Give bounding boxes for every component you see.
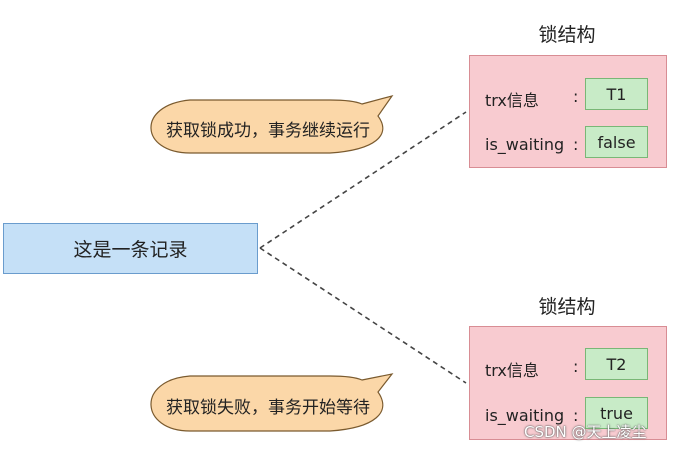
record-label: 这是一条记录 bbox=[73, 239, 188, 261]
bubble-text-failure: 获取锁失败，事务开始等待 bbox=[166, 398, 370, 418]
bubble-text-success: 获取锁成功，事务继续运行 bbox=[166, 121, 370, 141]
watermark-text: CSDN @天上凌尘 bbox=[524, 423, 647, 441]
lock-1-box: trx信息 : T1 is_waiting : false bbox=[469, 55, 667, 168]
lock-2-box: trx信息 : T2 is_waiting : true bbox=[469, 326, 667, 440]
lock-2-waiting-colon: : bbox=[573, 406, 579, 425]
speech-bubble-failure bbox=[150, 373, 394, 432]
lock-2-trx-value: T2 bbox=[585, 348, 648, 380]
lock-2-trx-label: trx信息 bbox=[485, 361, 539, 380]
lock-2-title: 锁结构 bbox=[538, 296, 596, 318]
lock-1-waiting-label: is_waiting bbox=[485, 135, 565, 154]
lock-1-waiting-value: false bbox=[585, 126, 648, 158]
lock-2-trx-colon: : bbox=[573, 357, 579, 376]
lock-1-trx-colon: : bbox=[573, 87, 579, 106]
speech-bubble-success bbox=[150, 94, 394, 154]
lock-1-trx-value: T1 bbox=[585, 78, 648, 110]
connector-to-lock-2 bbox=[259, 247, 467, 384]
lock-1-title: 锁结构 bbox=[538, 24, 596, 46]
record-box: 这是一条记录 bbox=[3, 223, 258, 274]
lock-2-waiting-value: true bbox=[585, 397, 648, 429]
lock-2-waiting-label: is_waiting bbox=[485, 406, 565, 425]
lock-1-waiting-colon: : bbox=[573, 135, 579, 154]
lock-1-trx-label: trx信息 bbox=[485, 91, 539, 110]
